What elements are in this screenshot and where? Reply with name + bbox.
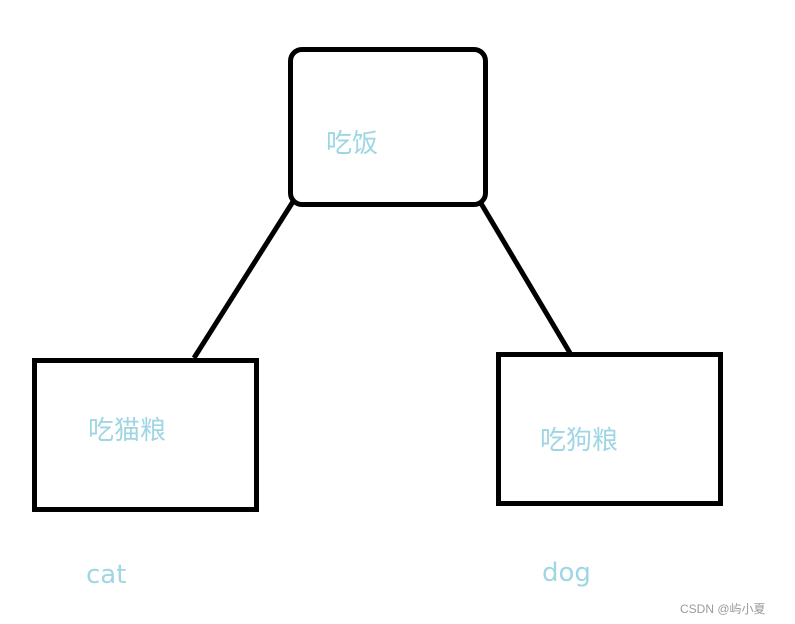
caption-dog: dog: [542, 558, 591, 588]
node-eat-meal: [288, 47, 488, 207]
node-eat-cat-food: [32, 358, 259, 512]
edge-top-to-cat: [191, 198, 297, 360]
edge-top-to-dog: [476, 198, 573, 355]
node-eat-dog-food: [496, 352, 723, 506]
node-label-eat-dog-food: 吃狗粮: [540, 426, 619, 456]
node-label-eat-cat-food: 吃猫粮: [88, 416, 167, 446]
watermark: CSDN @屿小夏: [680, 602, 766, 616]
node-label-eat-meal: 吃饭: [326, 129, 379, 159]
caption-cat: cat: [86, 560, 127, 590]
